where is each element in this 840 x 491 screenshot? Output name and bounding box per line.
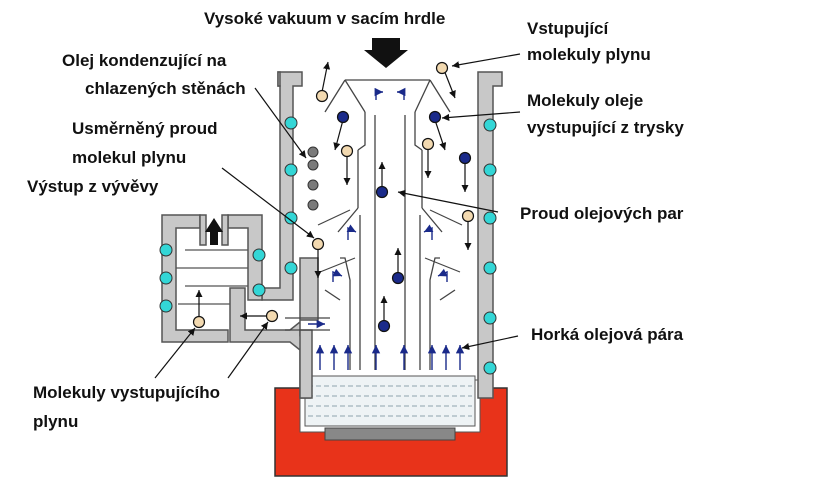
label-exhaust: Výstup z vývěvy (27, 177, 159, 196)
label-high-vacuum: Vysoké vakuum v sacím hrdle (204, 9, 446, 28)
leader-lines (154, 53, 521, 379)
label-incoming-gas-line2: molekuly plynu (527, 45, 651, 64)
oil-molecules (333, 110, 472, 333)
oil-bath (304, 375, 476, 427)
label-directed-flow-line1: Usměrněný proud (72, 119, 218, 138)
label-oil-condensing-line1: Olej kondenzující na (62, 51, 227, 70)
label-incoming-gas-line1: Vstupující (527, 19, 609, 38)
exhaust-arrow (205, 218, 223, 245)
label-oil-molecules-line2: vystupující z trysky (527, 118, 684, 137)
label-hot-oil-vapor: Horká olejová pára (531, 325, 684, 344)
inlet-arrow (364, 38, 408, 68)
vapor-flow-arrows (308, 87, 465, 370)
coolant-circles (159, 116, 497, 375)
label-oil-condensing-line2: chlazených stěnách (85, 79, 246, 98)
exhaust-baffles (176, 249, 248, 305)
label-outgoing-gas-line1: Molekuly vystupujícího (33, 383, 221, 402)
label-vapor-stream: Proud olejových par (520, 204, 684, 223)
label-oil-molecules-line1: Molekuly oleje (527, 91, 644, 110)
condensed-oil-drops (307, 146, 319, 211)
jet-deflectors (317, 209, 463, 273)
label-directed-flow-line2: molekul plynu (72, 148, 187, 167)
jet-assembly (285, 79, 456, 370)
label-outgoing-gas-line2: plynu (33, 412, 79, 431)
gas-molecules (192, 61, 475, 329)
